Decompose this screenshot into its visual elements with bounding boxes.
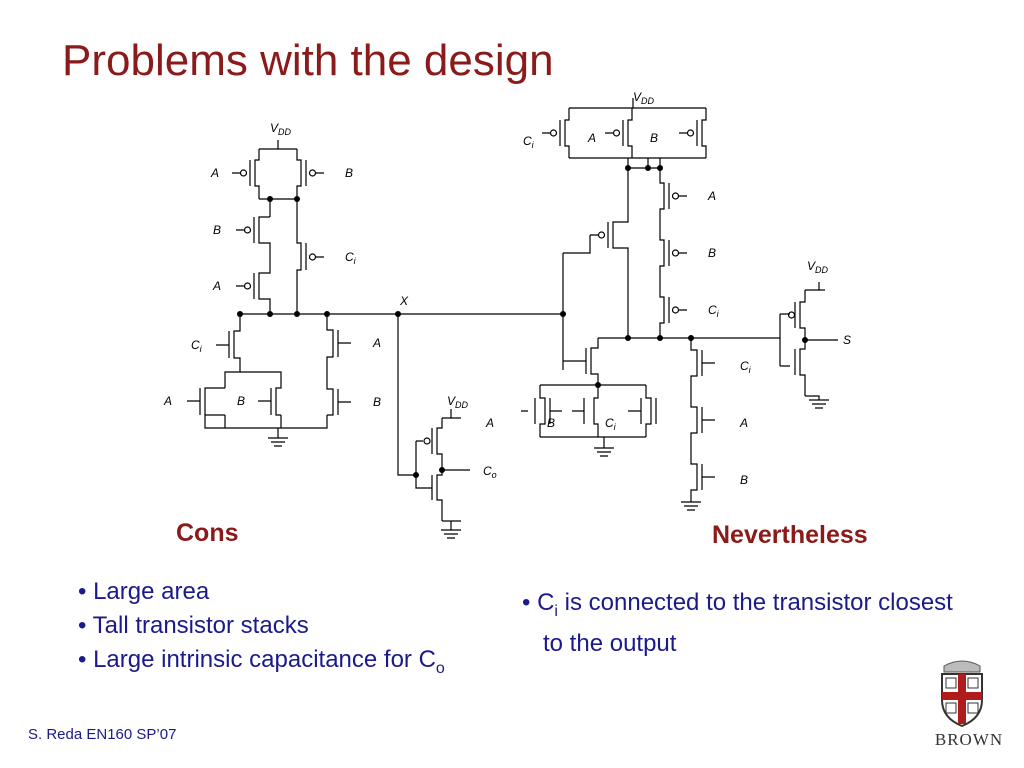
cons-list: • Large area • Tall transistor stacks • … xyxy=(78,575,445,686)
label-a-top: A xyxy=(587,131,596,145)
label-ci-nmos: Ci xyxy=(191,338,203,354)
label-ci-pullup: Ci xyxy=(345,250,357,266)
label-ci-series: Ci xyxy=(708,303,720,319)
label-b-series: B xyxy=(708,246,716,260)
label-vdd-mid: VDD xyxy=(447,394,469,410)
label-b-top: B xyxy=(650,131,658,145)
nevertheless-heading: Nevertheless xyxy=(712,521,868,549)
label-b-top-right: B xyxy=(345,166,353,180)
label-vdd-right: VDD xyxy=(633,90,655,106)
label-b-nmos-right: B xyxy=(373,395,381,409)
list-item: • Large area xyxy=(78,578,210,605)
label-a-par: A xyxy=(485,416,494,430)
label-s-out: S xyxy=(843,333,851,347)
label-vdd-left: VDD xyxy=(270,121,292,137)
label-ci-par: Ci xyxy=(605,416,617,432)
label-b-nmos: B xyxy=(237,394,245,408)
brown-shield-logo xyxy=(941,660,983,728)
label-a-mid: A xyxy=(212,279,221,293)
label-ci-top: Ci xyxy=(523,134,535,150)
label-b-par: B xyxy=(547,416,555,430)
label-b-mid: B xyxy=(213,223,221,237)
label-co: Co xyxy=(483,464,497,480)
label-a-nser: A xyxy=(739,416,748,430)
list-item: • Ci is connected to the transistor clos… xyxy=(522,589,953,657)
label-a-nmos-right: A xyxy=(372,336,381,350)
label-a-top-left: A xyxy=(210,166,219,180)
list-item: • Tall transistor stacks xyxy=(78,612,309,639)
nevertheless-list: • Ci is connected to the transistor clos… xyxy=(522,587,962,660)
brown-logo-text: BROWN xyxy=(934,730,1004,749)
slide-footer: S. Reda EN160 SP’07 xyxy=(28,726,177,743)
label-a-series: A xyxy=(707,189,716,203)
list-item: • Large intrinsic capacitance for Co xyxy=(78,646,445,677)
mirror-adder-schematic: VDD A B B Ci A Ci A A B B X VDD Co VDD C… xyxy=(163,90,851,539)
label-ci-nser: Ci xyxy=(740,359,752,375)
label-vdd-s: VDD xyxy=(807,259,829,275)
label-b-nser: B xyxy=(740,473,748,487)
label-x-node: X xyxy=(399,294,409,308)
cons-heading: Cons xyxy=(176,519,239,547)
label-a-nmos-left: A xyxy=(163,394,172,408)
slide-title: Problems with the design xyxy=(62,36,554,85)
